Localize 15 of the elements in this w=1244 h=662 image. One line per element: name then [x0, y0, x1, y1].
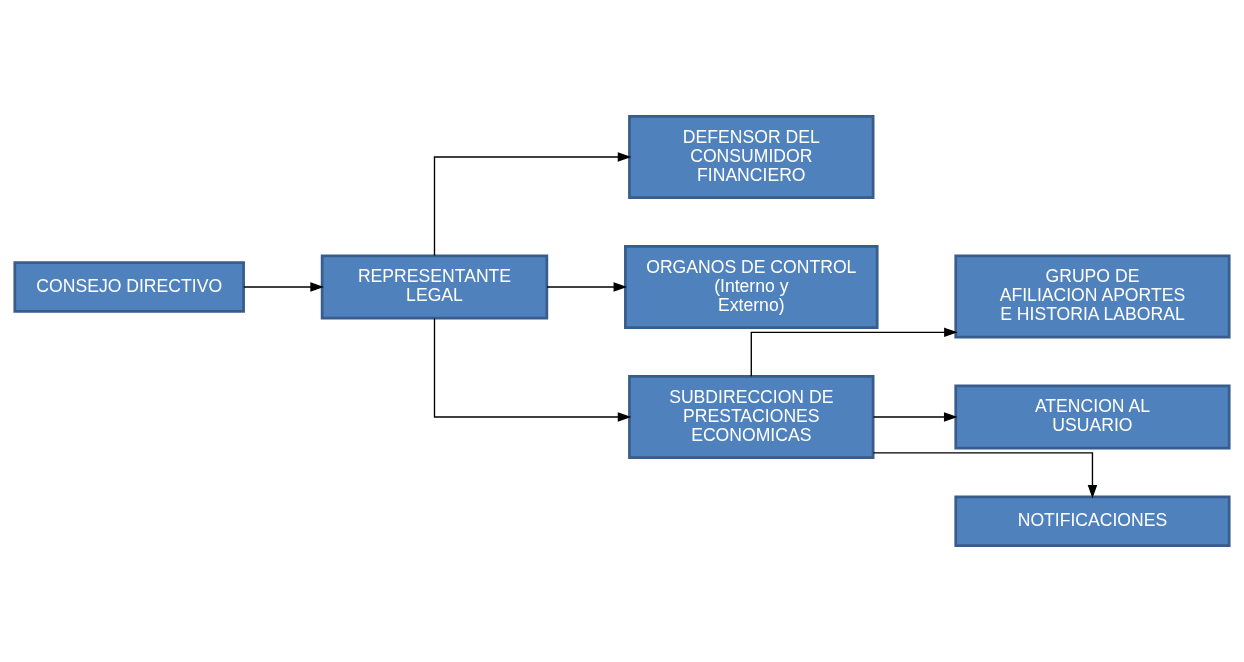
arrow [546, 282, 628, 292]
arrow [750, 327, 958, 377]
arrow [433, 152, 632, 257]
arrow [872, 412, 958, 422]
node-box: SUBDIRECCION DE PRESTACIONES ECONOMICAS [628, 375, 875, 459]
node-box: ORGANOS DE CONTROL (Interno y Externo) [624, 245, 879, 329]
node-box: REPRESENTANTE LEGAL [320, 254, 549, 320]
node-box: CONSEJO DIRECTIVO [13, 261, 245, 313]
node-box: NOTIFICACIONES [954, 495, 1231, 547]
node-box: GRUPO DE AFILIACION APORTES E HISTORIA LABORAL [954, 254, 1231, 339]
arrow [433, 317, 632, 422]
arrow [872, 452, 1098, 499]
node-box: ATENCION AL USUARIO [954, 384, 1231, 450]
arrow [243, 282, 324, 292]
node-box: DEFENSOR DEL CONSUMIDOR FINANCIERO [628, 115, 875, 199]
